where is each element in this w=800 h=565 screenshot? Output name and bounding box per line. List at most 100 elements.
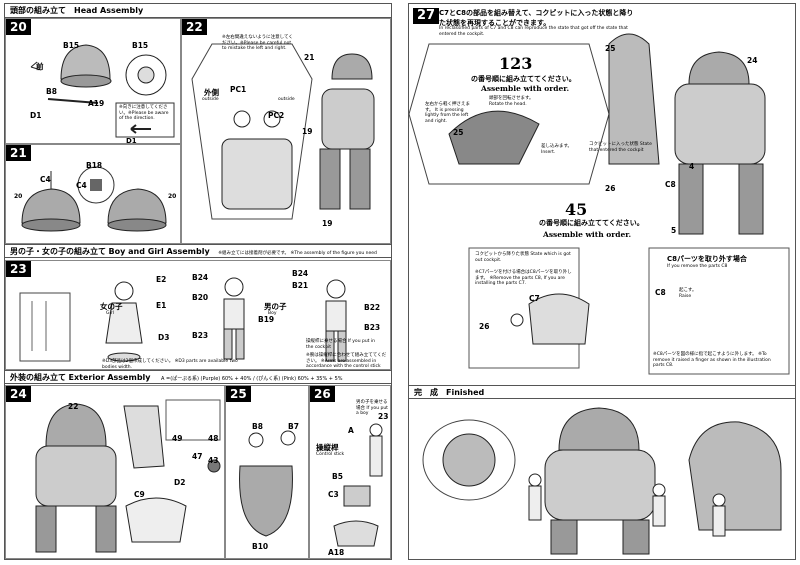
part-label: B7 (288, 422, 299, 431)
order-instruction-2: の番号順に組み立ててください。 (539, 219, 644, 227)
step2-text: 左右から軽く押さえます。 It is pressing lightly from… (425, 102, 470, 124)
outside-label-en: outside (278, 97, 295, 102)
part-label: 19 (322, 219, 333, 228)
left-page: 頭部の組み立て Head Assembly 20 B15 B15 B8 A19 … (4, 3, 392, 560)
part-label: A18 (328, 548, 345, 557)
part-label: C7 (529, 294, 540, 303)
part-label: D1 (126, 137, 137, 145)
order-instruction-en: Assemble with order. (481, 84, 570, 93)
part-label: B10 (252, 542, 269, 551)
part-label: B15 (132, 41, 149, 50)
part-label: B21 (292, 281, 309, 290)
outside-label-en: outside (202, 97, 219, 102)
part-label: C9 (134, 490, 145, 499)
part-label: B24 (292, 269, 309, 278)
c7-note: ※C7パーツを付ける場合はC8パーツを取り外します。 ※Remove the p… (475, 270, 572, 286)
part-label: E2 (156, 275, 167, 284)
part-label: C3 (328, 490, 339, 499)
exterior-assembly-header: 外装の組み立て Exterior Assembly A =(ぱーぷる系) (Pu… (5, 370, 391, 384)
part-label: A19 (88, 99, 105, 108)
part-label: B8 (46, 87, 57, 96)
part-label: 20 (14, 193, 23, 200)
step-23: 23 E2 E1 D3 B24 B20 B23 B19 B24 B21 B22 … (5, 260, 391, 370)
step-21: 21 B18 C4 C4 20 20 (5, 144, 181, 244)
boy-label: 男の子 (264, 302, 287, 311)
remove-c8-title: C8パーツを取り外す場合 (667, 255, 747, 263)
control-stick-label-en: Control stick (316, 452, 345, 457)
right-page: 27 C7とC8の部品を組み替えて、コクピットに入った状態と降りた状態を再現する… (408, 3, 796, 560)
got-out-text: コクピットから降りた状態 State which is got out cock… (475, 252, 571, 263)
order-numbers-2: 45 (565, 200, 588, 219)
part-label: B23 (192, 331, 209, 340)
girl-label: 女の子 (100, 302, 123, 311)
step-number: 21 (6, 145, 31, 161)
part-label: 25 (453, 128, 464, 137)
step-25: 25 B8 B7 B10 (225, 385, 309, 559)
step27-title-en: In reclassified parts of C7 and C8 can r… (439, 26, 628, 37)
cockpit-seat-drawing (333, 423, 383, 547)
part-label: B5 (332, 472, 343, 481)
cover-drawing (239, 430, 296, 537)
d3-note: ※D3部品は2個作成してください。 ※D3 parts are availabl… (102, 359, 238, 370)
cockpit-note: 操縦桿に乗せる場合 If you put in the cockpit (306, 339, 375, 350)
step-26: 26 男の子を乗せる場合 If you put a boy 23 A 操縦桿 C… (309, 385, 391, 559)
finished-robots-drawing (422, 407, 782, 555)
part-label: 23 (378, 412, 389, 421)
part-label: 25 (605, 44, 616, 53)
front-label: 前 (36, 62, 44, 71)
part-label: 5 (671, 226, 677, 235)
boy-note: 男の子を乗せる場合 If you put a boy (356, 400, 388, 416)
entered-cockpit-text: コクピットに入った状態 State that entered the cockp… (589, 142, 652, 153)
part-label: B23 (364, 323, 381, 332)
step-number: 27 (413, 8, 440, 24)
step-22: 22 ※左右間違えないように注意してください。※Please be carefu… (181, 18, 391, 244)
part-label: 26 (479, 322, 490, 331)
cockpit-drawing (409, 33, 790, 375)
part-label: D3 (158, 333, 170, 342)
part-label: D2 (174, 478, 186, 487)
step-24: 24 22 49 48 D2 47 43 C9 (5, 385, 225, 559)
part-label: 49 (172, 434, 183, 443)
part-label: 48 (208, 434, 219, 443)
step-27: 27 C7とC8の部品を組み替えて、コクピットに入った状態と降りた状態を再現する… (409, 4, 795, 377)
step27-title: C7とC8の部品を組み替えて、コクピットに入った状態と降りた状態を再現することが… (439, 9, 634, 27)
order-instruction-2-en: Assemble with order. (543, 230, 632, 239)
part-label: B18 (86, 161, 103, 170)
part-label: 26 (605, 184, 616, 193)
girl-label-en: Girl (106, 311, 114, 316)
figure-assembly-header: 男の子・女の子の組み立て Boy and Girl Assembly ※組み立て… (5, 244, 391, 272)
part-label: 19 (302, 127, 313, 136)
step3-text: 差し込みます。 Insert. (541, 144, 573, 155)
part-label: C8 (655, 288, 666, 297)
part-label: 4 (689, 162, 695, 171)
finished-header: 完 成 Finished (409, 385, 795, 399)
head-parts-drawing (30, 44, 175, 138)
part-label: B15 (63, 41, 80, 50)
head-assembly-header: 頭部の組み立て Head Assembly (5, 4, 391, 18)
direction-note: ※向きに注意してください。※Please be aware of the dir… (119, 105, 169, 121)
part-label: 24 (747, 56, 758, 65)
boy-label-en: Boy (268, 311, 277, 316)
part-label: B24 (192, 273, 209, 282)
part-label: B20 (192, 293, 209, 302)
step-number: 25 (226, 386, 251, 402)
part-label: E1 (156, 301, 167, 310)
step-number: 23 (6, 261, 31, 277)
part-label: 22 (68, 402, 79, 411)
head-cap-drawing (21, 166, 167, 232)
part-label: B19 (258, 315, 275, 324)
order-numbers: 123 (499, 54, 533, 73)
remove-c8-title-en: If you remove the parts C8 (667, 264, 728, 269)
control-stick-label: 操縦桿 (316, 443, 339, 452)
part-label: C4 (40, 175, 51, 184)
part-label: A (348, 426, 354, 435)
exterior-drawing (35, 399, 221, 553)
raise-text: 起こす。 Raise (679, 288, 697, 299)
part-label: B8 (252, 422, 263, 431)
part-label: C4 (76, 181, 87, 190)
part-label: 21 (304, 53, 315, 62)
outside-label: 外側 (204, 88, 219, 97)
step-number: 22 (182, 19, 207, 35)
step-20: 20 B15 B15 B8 A19 D1 前 ※向きに注意してください。※Ple… (5, 18, 181, 145)
